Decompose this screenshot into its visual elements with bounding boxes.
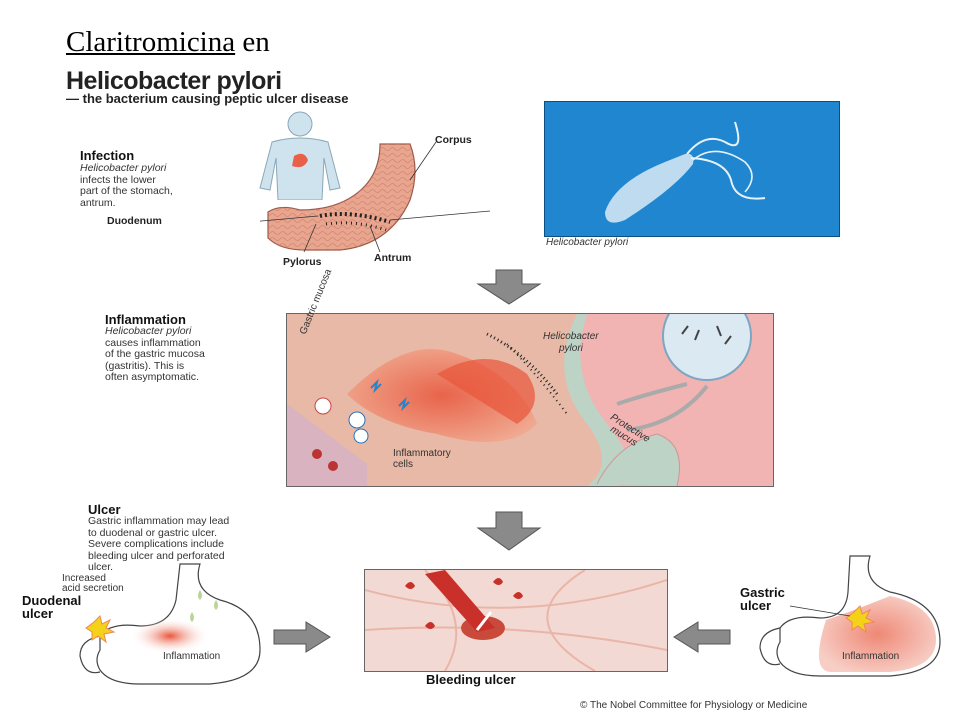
infection-text-line: Helicobacter pylori <box>80 162 167 174</box>
infection-text: Helicobacter pylori infects the lower pa… <box>80 162 173 209</box>
label-duodenum: Duodenum <box>107 215 162 227</box>
inflammation-text: Helicobacter pylori causes inflammation … <box>105 325 205 384</box>
label-duodenal-2: ulcer <box>22 606 54 621</box>
right-arrow <box>273 621 331 653</box>
ulcer-text-line: Severe complications include <box>88 538 224 550</box>
figure-title: Helicobacter pylori <box>66 67 282 95</box>
label-acid-2: acid secretion <box>62 583 124 594</box>
ulcer-text-line: to duodenal or gastric ulcer. <box>88 526 217 539</box>
label-inflammation-left: Inflammation <box>163 651 221 662</box>
infection-heading: Infection <box>80 148 135 163</box>
inflammation-text-line: of the gastric mucosa <box>105 348 205 360</box>
small-stomach-icon <box>292 153 308 168</box>
label-gastric-2: ulcer <box>740 598 772 613</box>
label-bacteria-2: pylori <box>559 343 583 354</box>
gastric-ulcer-stomach <box>759 555 941 677</box>
left-arrow <box>673 621 731 653</box>
stomach-illustration <box>260 141 490 253</box>
down-arrow-1 <box>476 269 542 305</box>
slide-title: Claritromicina en <box>66 26 270 59</box>
label-gastric-1: Gastric <box>740 585 785 600</box>
label-duodenal-1: Duodenal <box>22 593 82 608</box>
label-acid-1: Increased <box>62 573 106 584</box>
ulcer-heading: Ulcer <box>88 502 121 517</box>
label-inflammatory-cells-1: Inflammatory <box>393 448 451 459</box>
label-antrum: Antrum <box>374 252 412 264</box>
label-bacteria-1: Helicobacter <box>543 331 599 342</box>
bacterium-micrograph <box>544 101 840 237</box>
ulcer-text-line: ulcer. <box>88 561 114 573</box>
label-bleeding-ulcer: Bleeding ulcer <box>426 672 516 687</box>
infection-text-line: infects the lower <box>80 173 156 186</box>
inflammation-text-line: (gastritis). This is <box>105 359 185 372</box>
duodenal-ulcer-stomach <box>79 563 261 685</box>
micrograph-caption: Helicobacter pylori <box>546 237 629 248</box>
ulcer-text-line: bleeding ulcer and perforated <box>88 549 225 562</box>
ulcer-text-line: Gastric inflammation may lead <box>88 515 230 527</box>
inflammation-text-line: often asymptomatic. <box>105 371 199 383</box>
figure-subtitle: — the bacterium causing peptic ulcer dis… <box>66 91 349 106</box>
bleeding-ulcer-panel <box>364 569 668 672</box>
label-corpus: Corpus <box>435 134 472 146</box>
slide-title-underlined: Claritromicina <box>66 26 236 58</box>
antrum-bacteria-cluster <box>319 212 391 224</box>
ulcer-text: Gastric inflammation may lead to duodena… <box>88 515 230 574</box>
label-inflammation-right: Inflammation <box>842 651 900 662</box>
down-arrow-2 <box>476 511 542 551</box>
human-body-illustration <box>259 111 341 200</box>
inflammation-text-line: causes inflammation <box>105 336 201 349</box>
slide-title-rest: en <box>235 26 270 58</box>
label-pylorus: Pylorus <box>283 256 322 268</box>
mucosa-cross-section <box>286 313 774 487</box>
inflammation-text-line: Helicobacter pylori <box>105 325 192 337</box>
duodenum-leader-line <box>260 215 319 222</box>
copyright-notice: © The Nobel Committee for Physiology or … <box>580 700 808 711</box>
label-inflammatory-cells-2: cells <box>393 459 414 470</box>
infection-text-line: antrum. <box>80 196 116 209</box>
infection-text-line: part of the stomach, <box>80 185 173 197</box>
inflammation-heading: Inflammation <box>105 312 186 327</box>
